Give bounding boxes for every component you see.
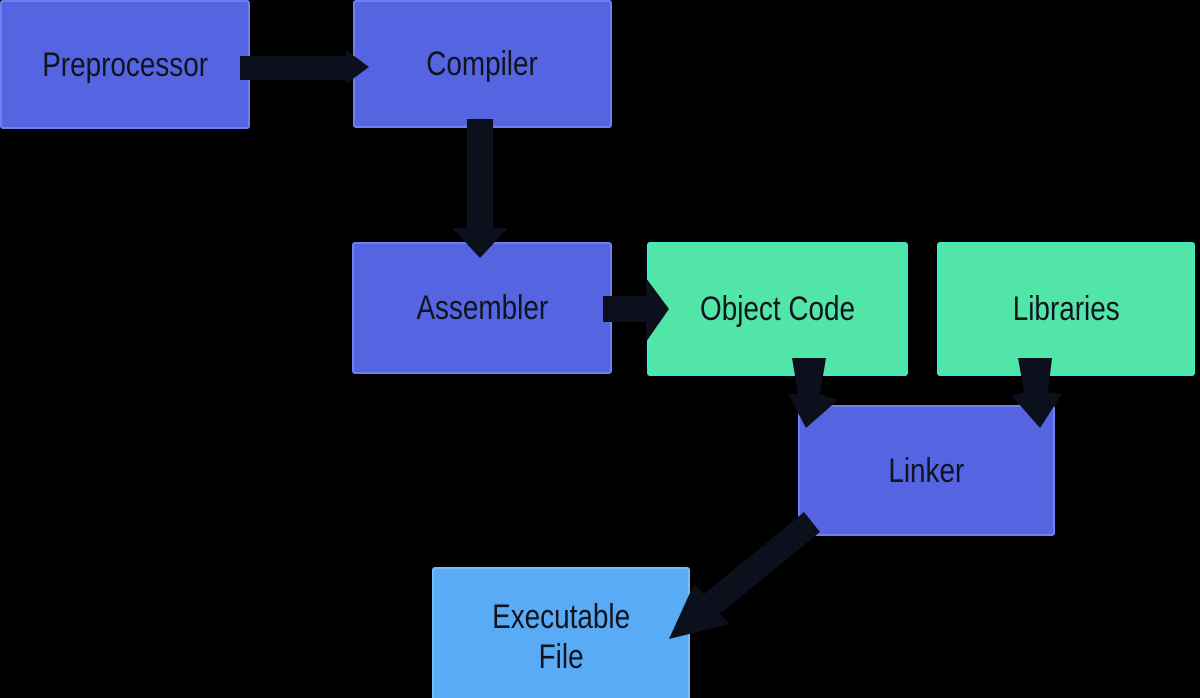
node-label: Libraries	[1012, 290, 1120, 328]
node-label: Executable File	[492, 598, 630, 676]
node-label: Compiler	[426, 45, 539, 83]
node-object-code: Object Code	[647, 242, 908, 376]
node-preprocessor: Preprocessor	[0, 0, 250, 129]
arrow-preprocessor-to-compiler	[240, 50, 369, 84]
node-libraries: Libraries	[937, 242, 1195, 376]
node-label: Assembler	[416, 289, 548, 327]
node-compiler: Compiler	[353, 0, 612, 128]
node-label: Object Code	[700, 290, 855, 328]
node-label: Preprocessor	[42, 45, 208, 84]
node-assembler: Assembler	[352, 242, 612, 374]
node-executable-file: Executable File	[432, 567, 690, 698]
node-label: Linker	[888, 451, 965, 490]
arrow-compiler-to-assembler	[452, 119, 508, 258]
node-linker: Linker	[798, 405, 1055, 536]
